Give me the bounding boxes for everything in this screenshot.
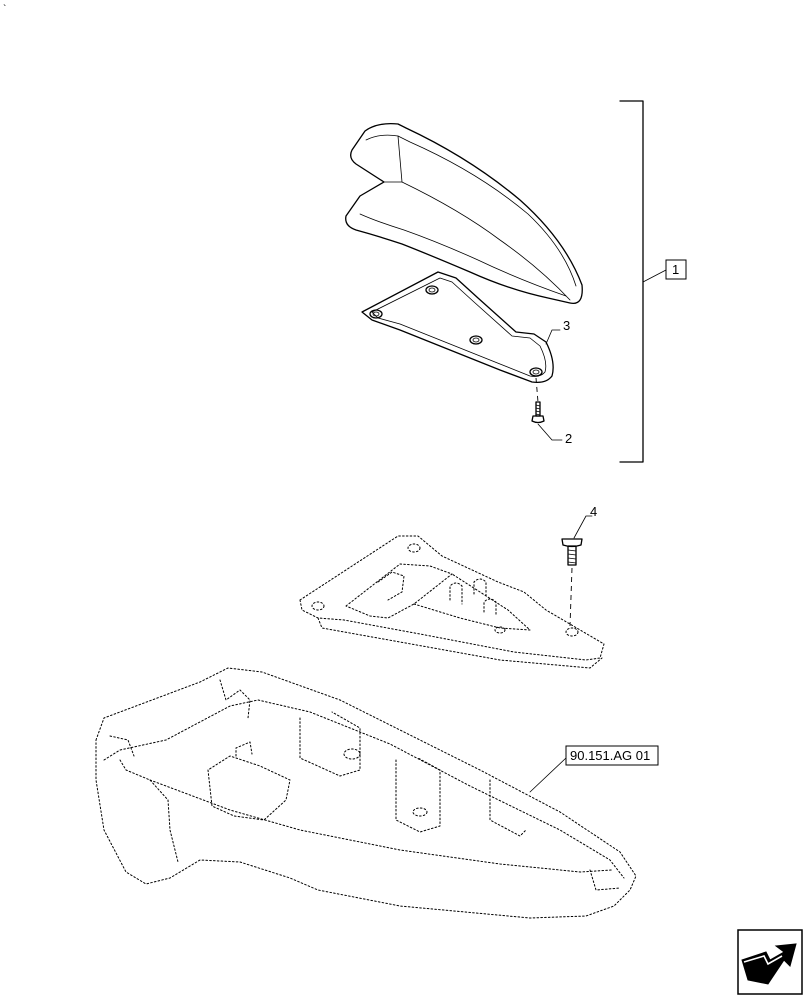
callout-2-leader (537, 423, 563, 441)
small-screw-part (531, 401, 545, 424)
callout-4-leader (573, 515, 593, 539)
callout-1-box (665, 259, 687, 280)
callout-4: 4 (590, 504, 597, 519)
fastener-axis-lower (569, 567, 573, 627)
callout-1: 1 (672, 262, 679, 277)
gasket-part (361, 271, 554, 384)
large-screw-part (561, 538, 583, 566)
assembly-bracket (619, 100, 644, 463)
ref-link-leader (529, 757, 567, 793)
corner-mark: ` (3, 3, 6, 15)
callout-3: 3 (563, 318, 570, 333)
cover-part (345, 123, 583, 305)
callout-3-leader (545, 329, 561, 345)
next-page-arrow-icon[interactable] (737, 929, 803, 995)
base-plate-part (299, 535, 605, 669)
ref-link-box[interactable] (565, 745, 659, 766)
ref-link-label[interactable]: 90.151.AG 01 (570, 748, 650, 763)
lower-housing-part (95, 667, 637, 919)
fastener-axis-upper (535, 377, 539, 403)
callout-2: 2 (565, 431, 572, 446)
callout-1-leader (642, 269, 667, 283)
